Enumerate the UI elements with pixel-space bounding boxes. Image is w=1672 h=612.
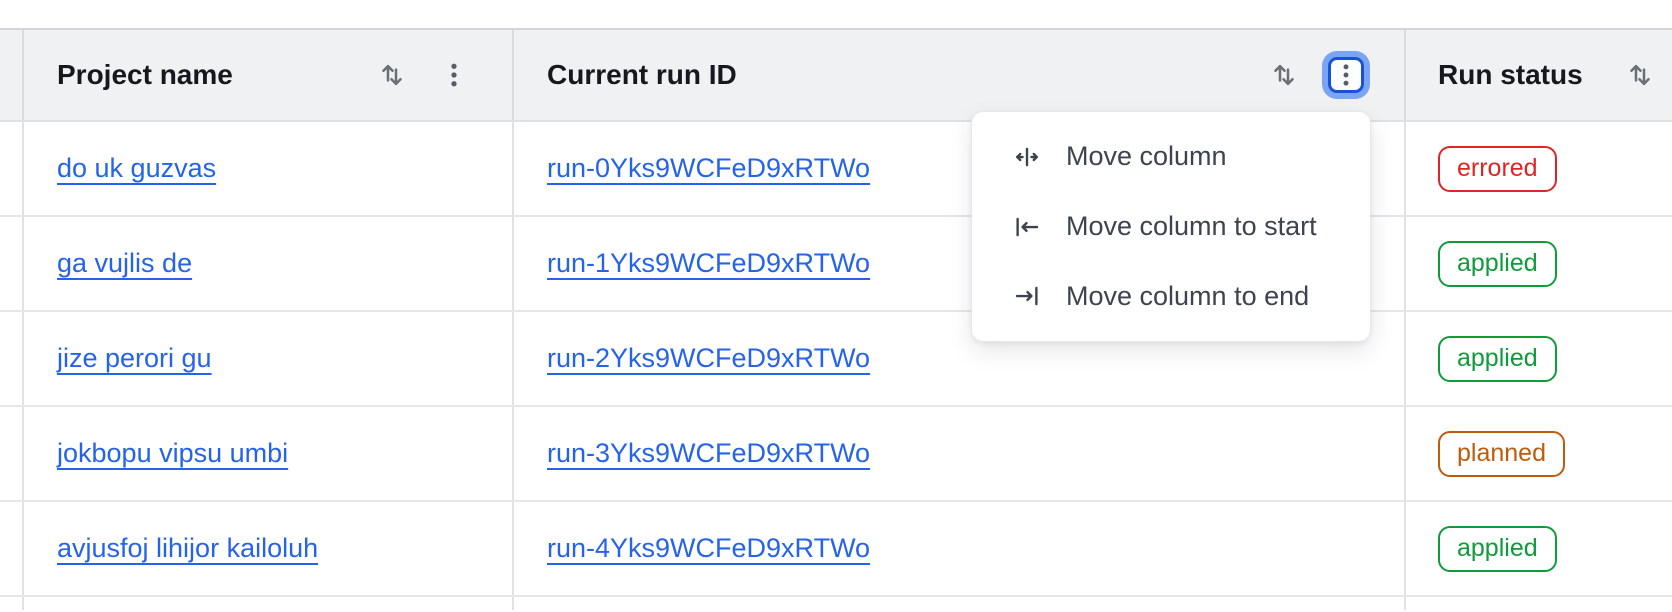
project-link[interactable]: jize perori gu (57, 343, 212, 373)
run-status-cell: applied (1404, 502, 1672, 595)
runs-table: Project name Current run ID (0, 28, 1672, 610)
gutter-cell (0, 502, 22, 595)
status-badge: errored (1438, 145, 1557, 192)
move-column-to-end-icon (1015, 286, 1038, 306)
sort-arrows-icon (382, 64, 402, 86)
table-row: jize perori gu run-2Yks9WCFeD9xRTWo appl… (0, 312, 1672, 407)
menu-item-move-column[interactable]: Move column (972, 122, 1370, 192)
column-header-project-name: Project name (22, 30, 512, 120)
column-header-current-run-id: Current run ID (512, 30, 1404, 120)
table-row: jokbopu vipsu umbi run-3Yks9WCFeD9xRTWo … (0, 407, 1672, 502)
move-column-icon (1016, 147, 1038, 167)
table-row-partial (0, 597, 1672, 610)
project-link[interactable]: do uk guzvas (57, 153, 217, 183)
status-badge: applied (1438, 525, 1557, 572)
menu-item-label: Move column to end (1066, 280, 1310, 311)
run-status-cell: planned (1404, 407, 1672, 500)
project-name-cell: avjusfoj lihijor kailoluh (22, 502, 512, 595)
run-id-cell (512, 597, 1404, 610)
project-name-cell: do uk guzvas (22, 122, 512, 215)
project-name-cell: jokbopu vipsu umbi (22, 407, 512, 500)
project-link[interactable]: avjusfoj lihijor kailoluh (57, 533, 319, 563)
gutter-header-cell (0, 30, 22, 120)
sort-arrows-icon (1630, 64, 1650, 86)
table-body: do uk guzvas run-0Yks9WCFeD9xRTWo errore… (0, 122, 1672, 610)
menu-item-label: Move column to start (1066, 211, 1317, 241)
project-link[interactable]: ga vujlis de (57, 248, 193, 278)
table-row: avjusfoj lihijor kailoluh run-4Yks9WCFeD… (0, 502, 1672, 597)
menu-item-move-column-to-end[interactable]: Move column to end (972, 261, 1370, 331)
column-menu-button-active[interactable] (1328, 57, 1364, 93)
sort-button[interactable] (374, 57, 410, 93)
sort-button[interactable] (1266, 57, 1302, 93)
status-badge: planned (1438, 430, 1565, 477)
run-status-cell (1404, 597, 1672, 610)
kebab-menu-icon (1343, 64, 1349, 86)
gutter-cell (0, 217, 22, 310)
run-id-cell: run-1Yks9WCFeD9xRTWo (512, 217, 1404, 310)
table-header-row: Project name Current run ID (0, 30, 1672, 122)
menu-item-move-column-to-start[interactable]: Move column to start (972, 192, 1370, 262)
run-id-cell: run-3Yks9WCFeD9xRTWo (512, 407, 1404, 500)
menu-item-label: Move column (1066, 141, 1227, 172)
status-badge: applied (1438, 335, 1557, 382)
column-label: Project name (57, 59, 233, 90)
column-header-run-status: Run status (1404, 30, 1672, 120)
project-link[interactable]: jokbopu vipsu umbi (57, 438, 289, 468)
sort-arrows-icon (1274, 64, 1294, 86)
run-id-cell: run-4Yks9WCFeD9xRTWo (512, 502, 1404, 595)
gutter-cell (0, 407, 22, 500)
run-id-link[interactable]: run-4Yks9WCFeD9xRTWo (547, 533, 871, 563)
run-id-link[interactable]: run-1Yks9WCFeD9xRTWo (547, 248, 871, 278)
run-id-cell: run-0Yks9WCFeD9xRTWo (512, 122, 1404, 215)
run-status-cell: applied (1404, 217, 1672, 310)
gutter-cell (0, 122, 22, 215)
sort-button[interactable] (1622, 57, 1658, 93)
run-id-link[interactable]: run-0Yks9WCFeD9xRTWo (547, 153, 871, 183)
kebab-menu-icon (451, 63, 457, 87)
column-label: Current run ID (547, 59, 737, 90)
status-badge: applied (1438, 240, 1557, 287)
table-row: do uk guzvas run-0Yks9WCFeD9xRTWo errore… (0, 122, 1672, 217)
column-menu-button[interactable] (436, 57, 472, 93)
project-name-cell: ga vujlis de (22, 217, 512, 310)
run-status-cell: applied (1404, 312, 1672, 405)
table-row: ga vujlis de run-1Yks9WCFeD9xRTWo applie… (0, 217, 1672, 312)
column-label: Run status (1438, 59, 1583, 90)
gutter-cell (0, 597, 22, 610)
run-id-link[interactable]: run-3Yks9WCFeD9xRTWo (547, 438, 871, 468)
run-id-cell: run-2Yks9WCFeD9xRTWo (512, 312, 1404, 405)
move-column-to-start-icon (1016, 217, 1039, 236)
gutter-cell (0, 312, 22, 405)
project-name-cell: jize perori gu (22, 312, 512, 405)
run-status-cell: errored (1404, 122, 1672, 215)
run-id-link[interactable]: run-2Yks9WCFeD9xRTWo (547, 343, 871, 373)
column-options-menu: Move column Move column to start Move co… (971, 111, 1371, 342)
project-name-cell (22, 597, 512, 610)
